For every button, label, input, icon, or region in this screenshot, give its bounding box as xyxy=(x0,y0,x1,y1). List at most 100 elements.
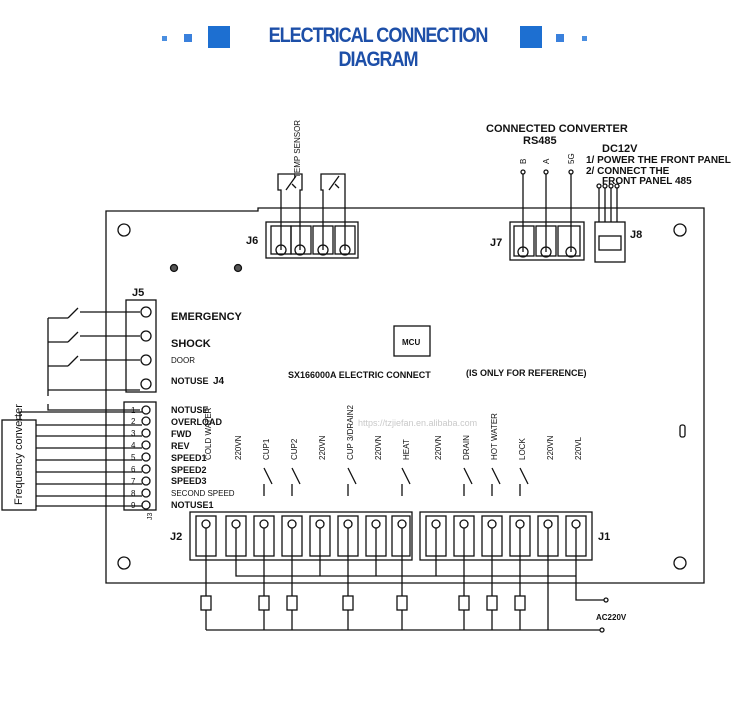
diagram-header xyxy=(0,22,750,54)
j5-pins xyxy=(140,306,152,390)
terminal-label-220vn: 220VN xyxy=(374,435,383,460)
connector-label-j4: J4 xyxy=(213,376,225,387)
terminal-label-220vn: 220VN xyxy=(234,435,243,460)
frequency-converter-label: Frequency converter xyxy=(13,404,25,505)
j7-connector xyxy=(509,221,585,261)
terminal-label-heat: HEAT xyxy=(402,439,411,460)
terminal-label-hot-water: HOT WATER xyxy=(490,413,499,460)
reference-note: (IS ONLY FOR REFERENCE) xyxy=(466,368,587,378)
j8-wires xyxy=(598,188,618,222)
connector-label-j7: J7 xyxy=(490,237,502,249)
header-decor-square xyxy=(208,26,230,48)
mount-hole xyxy=(169,263,179,273)
j6-connector xyxy=(265,221,359,259)
terminal-label-220vn: 220VN xyxy=(546,435,555,460)
note-front-panel-485: FRONT PANEL 485 xyxy=(602,176,692,187)
terminal-label-cup1: CUP1 xyxy=(262,438,271,460)
j5-switch-wiring xyxy=(47,311,140,396)
j7-pin-a: A xyxy=(542,158,551,164)
wire-terminal xyxy=(568,169,574,175)
header-decor-square xyxy=(520,26,542,48)
output-switches xyxy=(263,467,529,485)
terminal-label-lock: LOCK xyxy=(518,438,527,460)
terminal-label-cup3-drain2: CUP 3/DRAIN2 xyxy=(346,404,355,460)
j3-label-notuse1: NOTUSE1 xyxy=(171,500,214,510)
j3-pin-number: 8 xyxy=(131,489,136,498)
j3-label-speed3: SPEED3 xyxy=(171,476,207,486)
rs485-wires xyxy=(522,174,572,252)
j5-label-shock: SHOCK xyxy=(171,338,211,350)
j5-label-notuse: NOTUSE xyxy=(171,376,209,386)
j3-label-second-speed: SECOND SPEED xyxy=(171,489,235,498)
j3-label-speed2: SPEED2 xyxy=(171,465,207,475)
header-decor-square xyxy=(582,36,587,41)
note-power-front-panel: 1/ POWER THE FRONT PANEL xyxy=(586,155,731,166)
j8-connector xyxy=(594,221,626,263)
j3-label-notuse: NOTUSE xyxy=(171,405,209,415)
j3-pin-number: 9 xyxy=(131,501,136,510)
connector-label-j1: J1 xyxy=(598,531,610,543)
load-blocks xyxy=(200,595,526,611)
j3-pin-number: 4 xyxy=(131,441,136,450)
j7-pin-b: B xyxy=(519,159,528,164)
mcu-label: MCU xyxy=(402,338,420,347)
wire-terminal xyxy=(543,169,549,175)
j3-wiring xyxy=(19,411,142,507)
rs485-label: RS485 xyxy=(523,135,557,147)
mount-hole xyxy=(673,223,687,237)
j3-pins xyxy=(141,405,151,510)
mount-hole xyxy=(233,263,243,273)
dc12v-label: DC12V xyxy=(602,143,638,155)
j3-pin-number: 7 xyxy=(131,477,136,486)
connector-label-j3: J3 xyxy=(147,513,154,521)
temp-sensor-label: TEMP SENSOR xyxy=(293,120,302,178)
j3-pin-number: 6 xyxy=(131,465,136,474)
frequency-converter-box xyxy=(1,419,37,511)
j3-pin-number: 5 xyxy=(131,453,136,462)
output-switch-stubs xyxy=(263,484,521,496)
j7-pins xyxy=(513,225,581,258)
terminal-label-220vn: 220VN xyxy=(434,435,443,460)
mount-hole xyxy=(673,556,687,570)
connector-label-j8: J8 xyxy=(630,229,642,241)
ac-terminal xyxy=(599,627,605,633)
j3-pin-number: 1 xyxy=(131,406,136,415)
connector-label-j5: J5 xyxy=(132,287,144,299)
j3-label-rev: REV xyxy=(171,441,190,451)
j3-label-fwd: FWD xyxy=(171,429,192,439)
bottom-terminals xyxy=(195,515,587,557)
mount-hole xyxy=(117,556,131,570)
mcu-chip xyxy=(393,325,431,357)
board-slot xyxy=(679,424,686,438)
ac-terminal xyxy=(603,597,609,603)
j3-label-speed1: SPEED1 xyxy=(171,453,207,463)
load-wiring xyxy=(205,528,604,631)
board-outline xyxy=(105,207,705,584)
connected-converter-label: CONNECTED CONVERTER xyxy=(486,123,628,135)
watermark: https://tzjiefan.en.alibaba.com xyxy=(358,418,477,428)
terminal-label-cup2: CUP2 xyxy=(290,438,299,460)
ac220v-label: AC220V xyxy=(596,613,627,622)
wire-terminal xyxy=(520,169,526,175)
j7-pin-5g: 5G xyxy=(567,153,576,164)
mount-hole xyxy=(117,223,131,237)
j3-pin-numbers: 1 2 3 4 5 6 7 8 9 xyxy=(131,406,136,510)
temp-sensor-right xyxy=(320,173,346,250)
note-connect-the: 2/ CONNECT THE xyxy=(586,166,670,177)
connector-label-j2: J2 xyxy=(170,531,182,543)
terminal-label-220vl: 220VL xyxy=(574,436,583,460)
j3-pin-number: 3 xyxy=(131,429,136,438)
j5-connector xyxy=(125,299,157,393)
header-decor-square xyxy=(556,34,564,42)
header-decor-square xyxy=(162,36,167,41)
temp-sensor-left xyxy=(277,173,303,250)
board-main-label: SX166000A ELECTRIC CONNECT xyxy=(288,370,431,380)
connector-label-j6: J6 xyxy=(246,235,258,247)
diagram-title: ELECTRICAL CONNECTION DIAGRAM xyxy=(268,24,489,71)
j3-connector xyxy=(123,401,157,511)
j1-connector xyxy=(419,511,593,561)
header-decor-square xyxy=(184,34,192,42)
terminal-label-220vn: 220VN xyxy=(318,435,327,460)
